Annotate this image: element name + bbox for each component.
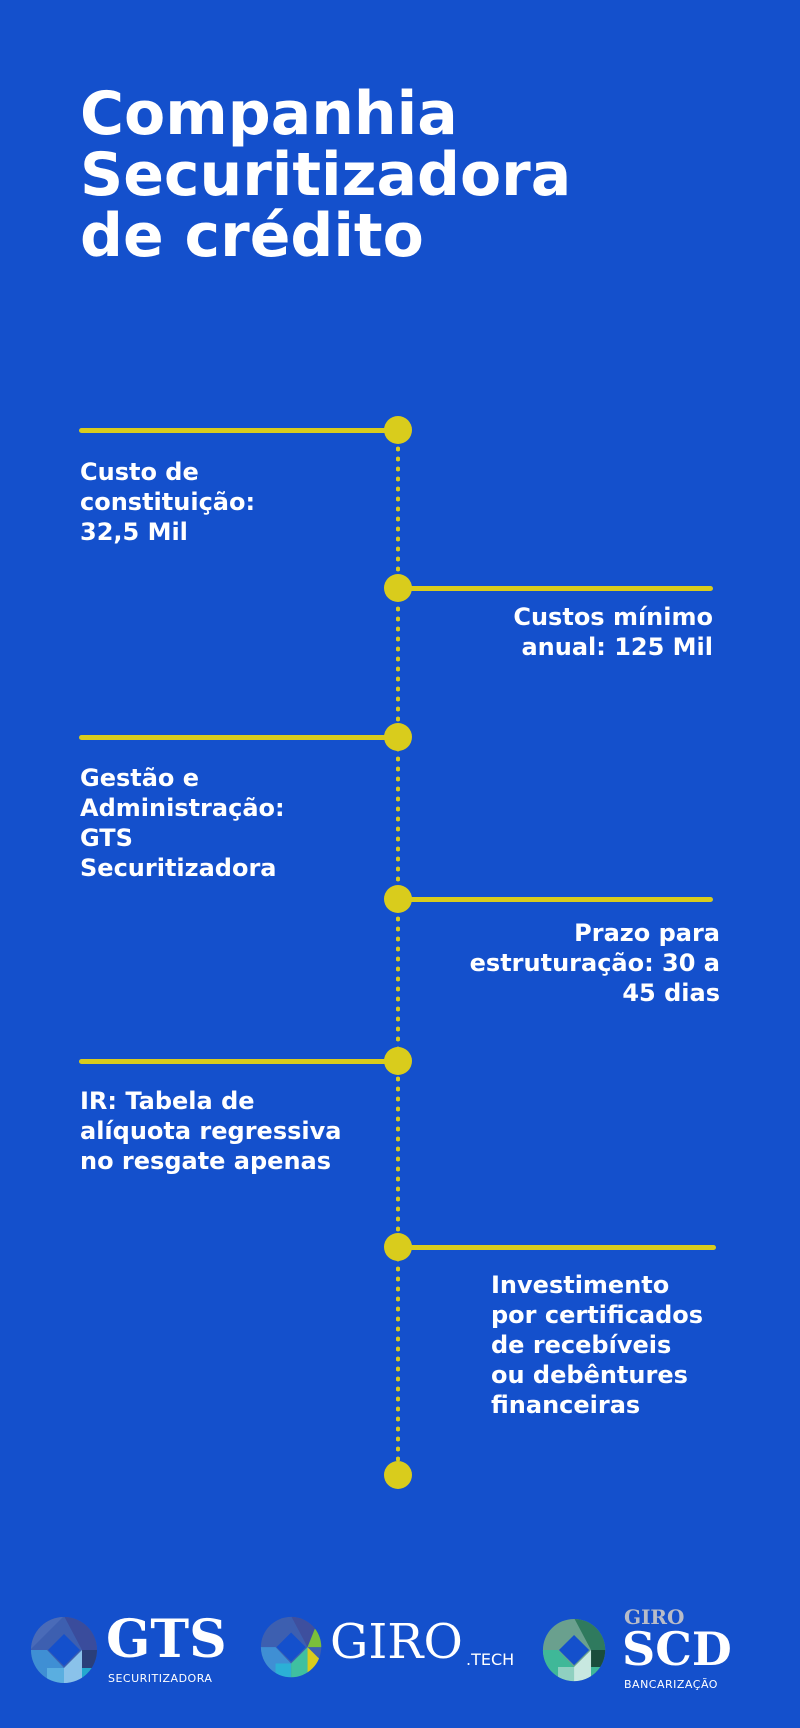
title-line: de crédito (80, 201, 424, 271)
logo-giro-scd-bancarizacao: GIRO SCD BANCARIZAÇÃO (542, 1606, 762, 1691)
timeline-node (384, 416, 412, 444)
timeline-node (384, 574, 412, 602)
timeline-item-gestao: Gestão e Administração: GTS Securitizado… (80, 764, 285, 882)
timeline-item-custo-minimo-anual: Custos mínimo anual: 125 Mil (513, 603, 713, 661)
timeline-item-custo-constituicao: Custo de constituição: 32,5 Mil (80, 458, 256, 546)
title-line: Securitizadora (80, 140, 572, 210)
giro-scd-mark-icon (542, 1618, 606, 1682)
timeline-connector-line (405, 897, 713, 902)
logo-gts-securitizadora: GTS SECURITIZADORA (30, 1610, 230, 1690)
timeline-connector-line (79, 1059, 389, 1064)
timeline-end-node (384, 1461, 412, 1489)
timeline-node (384, 885, 412, 913)
logo-giro-tech: GIRO .TECH (260, 1610, 520, 1690)
title-line: Companhia (80, 79, 458, 149)
timeline-connector-line (79, 428, 389, 433)
page-title: Companhia Securitizadora de crédito (80, 84, 571, 267)
timeline-connector-line (79, 735, 389, 740)
gts-mark-icon (31, 1617, 97, 1683)
timeline-node (384, 1047, 412, 1075)
timeline-node (384, 1233, 412, 1261)
timeline-connector-line (405, 586, 713, 591)
timeline-dotted-spine (396, 444, 400, 1474)
giro-tech-mark-icon (260, 1616, 322, 1678)
timeline-item-investimento: Investimento por certificados de recebív… (491, 1271, 704, 1419)
timeline-item-ir: IR: Tabela de alíquota regressiva no res… (80, 1087, 342, 1175)
timeline-item-prazo: Prazo para estruturação: 30 a 45 dias (469, 919, 720, 1007)
timeline-connector-line (405, 1245, 716, 1250)
timeline-node (384, 723, 412, 751)
